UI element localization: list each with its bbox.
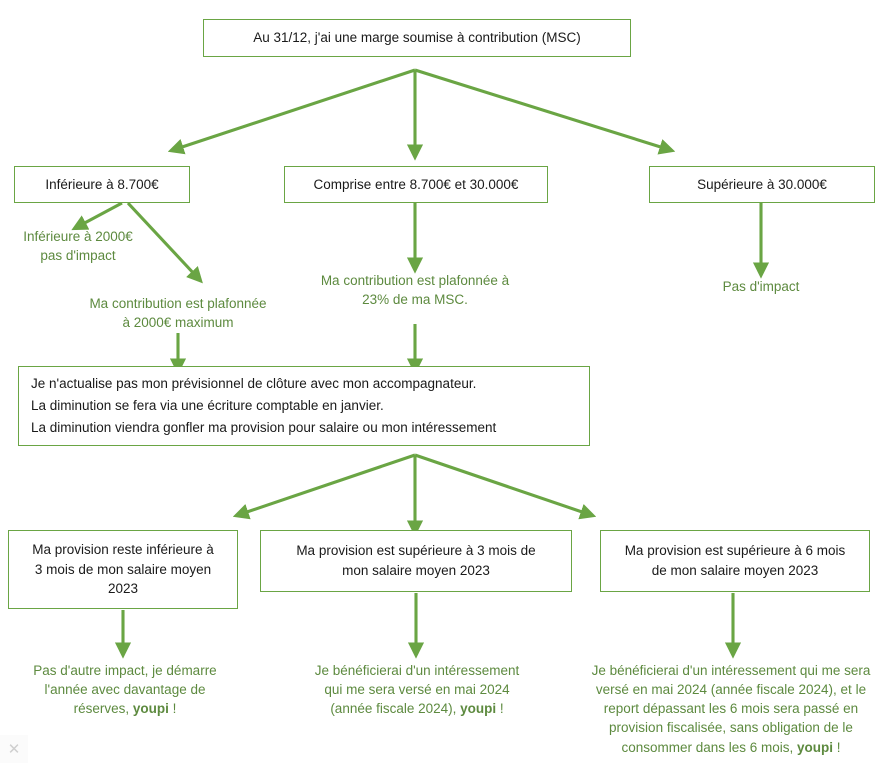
outcome-3-emphasis: youpi xyxy=(797,739,834,755)
note-outcome-above-3-months: Je bénéficierai d'un intéressement qui m… xyxy=(293,661,541,718)
note-capped-2000: Ma contribution est plafonnée à 2000€ ma… xyxy=(89,296,267,331)
note-no-impact: Pas d'impact xyxy=(722,279,800,294)
node-provision-below-3-months[interactable]: Ma provision reste inférieure à 3 mois d… xyxy=(8,530,238,609)
node-branch-low[interactable]: Inférieure à 8.700€ xyxy=(14,166,190,203)
arrow-consolidation-to-below3 xyxy=(232,453,416,520)
outcome-2-emphasis: youpi xyxy=(460,701,497,717)
note-under-2000: Inférieure à 2000€ pas d'impact xyxy=(23,229,133,264)
note-outcome-above-6-months: Je bénéficierai d'un intéressement qui m… xyxy=(571,661,891,757)
outcome-3-text: Je bénéficierai d'un intéressement qui m… xyxy=(591,663,871,755)
outcome-3-suffix: ! xyxy=(833,739,841,755)
node-branch-mid[interactable]: Comprise entre 8.700€ et 30.000€ xyxy=(284,166,548,203)
outcome-2-suffix: ! xyxy=(496,701,504,717)
arrow-root-to-low xyxy=(167,68,416,155)
node-provision-above-6-months[interactable]: Ma provision est supérieure à 6 mois de … xyxy=(600,530,870,592)
arrow-low-to-under2000 xyxy=(71,201,123,231)
arrow-root-to-high xyxy=(414,68,676,155)
outcome-1-emphasis: youpi xyxy=(132,701,169,717)
outcome-1-text: Pas d'autre impact, je démarre l'année a… xyxy=(33,663,217,717)
node-root[interactable]: Au 31/12, j'ai une marge soumise à contr… xyxy=(203,19,631,57)
outcome-1-suffix: ! xyxy=(168,701,177,717)
note-capped-23-percent: Ma contribution est plafonnée à 23% de m… xyxy=(320,273,510,308)
node-branch-high[interactable]: Supérieure à 30.000€ xyxy=(649,166,875,203)
close-icon[interactable]: ✕ xyxy=(0,735,28,763)
node-provision-above-3-months[interactable]: Ma provision est supérieure à 3 mois de … xyxy=(260,530,572,592)
outcome-2-text: Je bénéficierai d'un intéressement qui m… xyxy=(314,663,520,717)
note-outcome-below-3-months: Pas d'autre impact, je démarre l'année a… xyxy=(7,661,243,718)
node-consolidation[interactable]: Je n'actualise pas mon prévisionnel de c… xyxy=(18,366,590,446)
arrow-consolidation-to-above6 xyxy=(414,453,597,520)
